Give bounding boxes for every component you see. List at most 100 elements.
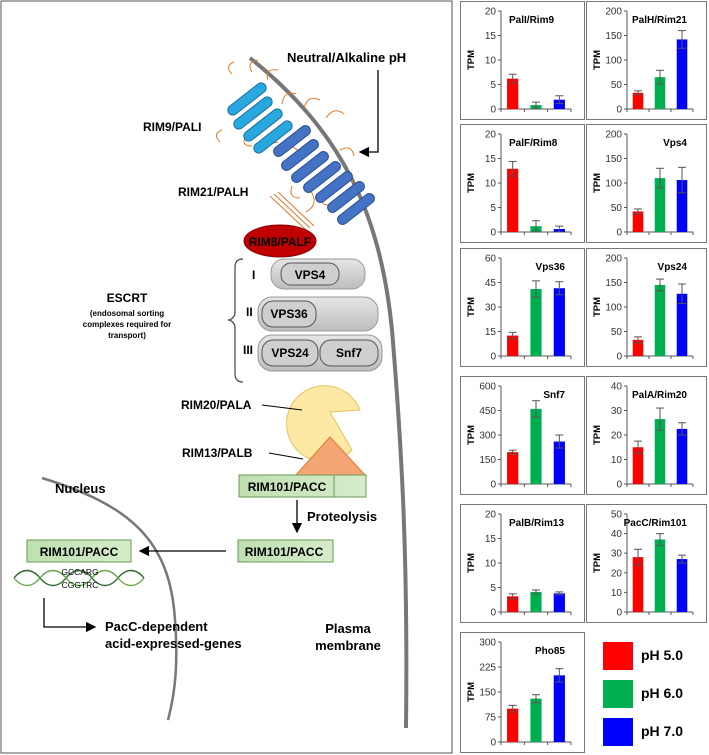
bar-ph6	[530, 591, 542, 612]
y-tick-label: 10	[611, 588, 623, 599]
plasma-label-1: Plasma	[325, 621, 371, 636]
y-tick-label: 0	[490, 352, 496, 363]
bar-ph6	[654, 284, 666, 356]
y-axis-label: TPM	[466, 297, 477, 317]
y-tick-label: 0	[616, 608, 622, 619]
y-axis-label: TPM	[592, 425, 603, 445]
y-tick-label: 50	[611, 80, 623, 91]
bar-ph5	[507, 596, 519, 612]
y-tick-label: 50	[611, 203, 623, 214]
y-tick-label: 150	[605, 31, 622, 42]
y-tick-label: 150	[605, 278, 622, 289]
y-tick-label: 200	[605, 7, 622, 18]
pacc-genes-line-2: acid-expressed-genes	[105, 636, 242, 651]
rim21-label: RIM21/PALH	[178, 185, 248, 199]
y-tick-label: 300	[479, 431, 496, 442]
bar-ph7	[676, 39, 688, 109]
rim9-label: RIM9/PALI	[143, 120, 201, 134]
transmembrane-loops	[216, 59, 360, 213]
legend-item-ph6: pH 6.0	[603, 680, 703, 710]
bar-ph5	[507, 168, 519, 232]
rim101-nuclear-label: RIM101/PACC	[40, 545, 119, 559]
y-tick-label: 15	[485, 327, 497, 338]
y-tick-label: 200	[605, 254, 622, 265]
legend-label-ph6: pH 6.0	[641, 685, 684, 701]
y-axis-label: TPM	[592, 553, 603, 573]
chart-title: PalI/Rim9	[509, 15, 554, 26]
y-tick-label: 30	[485, 303, 497, 314]
bar-ph6	[654, 539, 666, 612]
chart-title: Pho85	[535, 646, 565, 657]
escrt-level-2: II	[246, 305, 253, 319]
bar-ph6	[530, 698, 542, 742]
y-tick-label: 15	[485, 534, 497, 545]
y-axis-label: TPM	[592, 173, 603, 193]
y-tick-label: 40	[611, 529, 623, 540]
rim8-palf-ellipse	[243, 224, 317, 258]
y-tick-label: 50	[611, 510, 623, 521]
y-tick-label: 300	[479, 638, 496, 649]
nucleus-label: Nucleus	[55, 481, 106, 496]
y-axis-label: TPM	[466, 173, 477, 193]
y-tick-label: 15	[485, 154, 497, 165]
y-tick-label: 150	[479, 455, 496, 466]
vps24-box	[261, 339, 319, 367]
gene-expression-arrow	[43, 598, 97, 633]
y-tick-label: 0	[616, 228, 622, 239]
y-tick-label: 450	[479, 406, 496, 417]
escrt-title: ESCRT	[107, 291, 148, 305]
pacc-genes-line-1: PacC-dependent	[105, 619, 208, 634]
y-tick-label: 30	[611, 549, 623, 560]
y-tick-label: 20	[611, 431, 623, 442]
vps24-label: VPS24	[271, 346, 309, 360]
y-tick-label: 0	[490, 228, 496, 239]
chart-title: Vps36	[536, 262, 566, 273]
y-tick-label: 5	[490, 203, 496, 214]
chart-title: Vps4	[663, 138, 687, 149]
rim21-palh-protein	[273, 125, 375, 225]
bar-ph7	[553, 99, 565, 109]
y-tick-label: 10	[485, 56, 497, 67]
diagram-frame	[0, 0, 453, 754]
nucleus-membrane-curve	[41, 476, 178, 721]
y-tick-label: 0	[490, 105, 496, 116]
y-tick-label: 150	[605, 154, 622, 165]
chart-title: PacC/Rim101	[624, 518, 688, 529]
chart-frame-pali-rim9	[460, 1, 585, 120]
y-tick-label: 20	[611, 568, 623, 579]
bar-ph6	[654, 77, 666, 109]
y-tick-label: 20	[485, 130, 497, 141]
y-tick-label: 20	[485, 7, 497, 18]
dna-bottom-sequence: CGGTRC	[62, 580, 99, 590]
y-tick-label: 45	[485, 278, 497, 289]
y-axis-label: TPM	[466, 425, 477, 445]
vps36-label: VPS36	[270, 307, 308, 321]
y-tick-label: 0	[616, 105, 622, 116]
plasma-label-2: membrane	[315, 638, 381, 653]
legend-swatch-ph5	[603, 642, 633, 670]
bar-ph5	[507, 452, 519, 484]
bar-ph6	[530, 289, 542, 356]
bar-ph5	[507, 708, 519, 742]
rim9-pali-protein	[227, 82, 293, 154]
bar-ph5	[632, 447, 644, 484]
dna-top-sequence: GCCARG	[61, 567, 98, 577]
rim13-pointer	[268, 452, 304, 460]
rim101-cleaved-label: RIM101/PACC	[245, 545, 324, 559]
y-tick-label: 0	[490, 608, 496, 619]
bar-ph5	[507, 78, 519, 109]
chart-title: Snf7	[543, 390, 565, 401]
y-tick-label: 100	[605, 179, 622, 190]
y-axis-label: TPM	[466, 50, 477, 70]
dna-helix	[13, 569, 145, 587]
vps36-box	[261, 300, 317, 328]
bar-ph5	[632, 557, 644, 612]
